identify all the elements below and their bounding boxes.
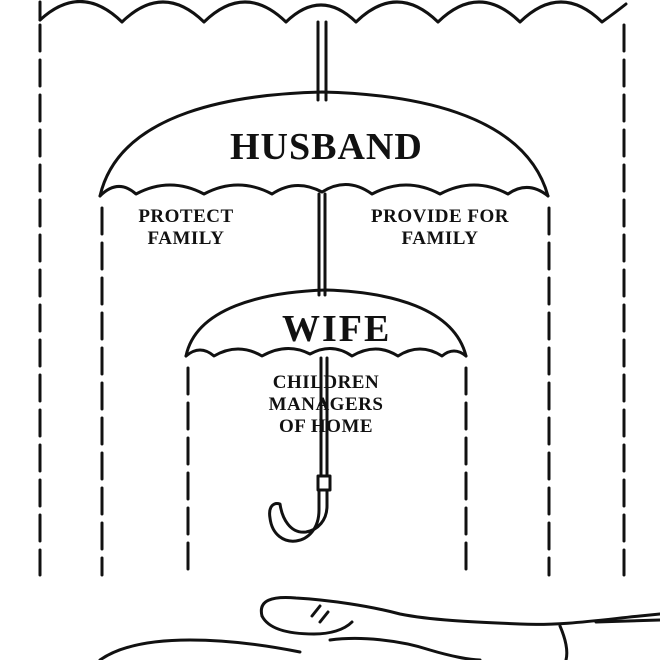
- wife-umbrella-shaft: [268, 356, 332, 543]
- open-hand-icon: [98, 596, 660, 660]
- wife-title: WIFE: [282, 308, 392, 350]
- husband-left-role: PROTECT FAMILY: [138, 206, 234, 249]
- husband-right-role: PROVIDE FOR FAMILY: [371, 206, 509, 249]
- husband-umbrella-shaft: [317, 192, 327, 297]
- husband-title: HUSBAND: [230, 126, 423, 168]
- top-umbrella-canopy: [38, 0, 628, 24]
- husband-umbrella-canopy: [98, 90, 550, 198]
- wife-umbrella-canopy: [184, 288, 468, 358]
- top-umbrella-shaft: [316, 20, 328, 102]
- wife-roles: CHILDREN MANAGERS OF HOME: [268, 372, 384, 437]
